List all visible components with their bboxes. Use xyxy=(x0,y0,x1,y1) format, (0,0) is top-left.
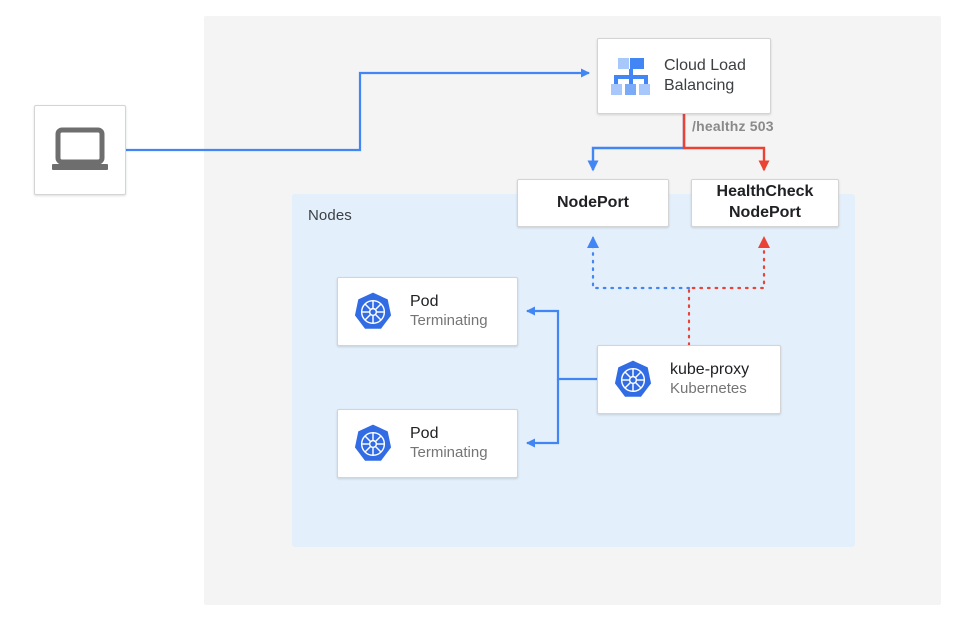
cloud-load-balancing-labels: Cloud Load Balancing xyxy=(664,56,746,96)
healthz-edge-label: /healthz 503 xyxy=(692,118,774,134)
healthcheck-nodeport-label-line2: NodePort xyxy=(728,204,801,221)
nodeport-card[interactable]: NodePort xyxy=(517,179,669,227)
kube-proxy-card[interactable]: kube-proxy Kubernetes xyxy=(597,345,781,414)
cloud-load-balancing-card[interactable]: Cloud Load Balancing xyxy=(597,38,771,114)
cloud-load-balancing-icon xyxy=(611,58,650,95)
pod-card-1-status: Terminating xyxy=(410,312,488,330)
kube-proxy-title: kube-proxy xyxy=(670,361,750,379)
kubernetes-icon xyxy=(614,360,652,397)
pod-card-1[interactable]: Pod Terminating xyxy=(337,277,518,346)
kubernetes-icon xyxy=(354,424,392,461)
nodes-region-label: Nodes xyxy=(308,207,352,224)
pod-card-1-title: Pod xyxy=(410,293,439,311)
client-device-card[interactable] xyxy=(34,105,126,195)
kube-proxy-subtitle: Kubernetes xyxy=(670,380,747,398)
kube-proxy-labels: kube-proxy Kubernetes xyxy=(670,360,749,399)
pod-card-2-status: Terminating xyxy=(410,444,488,462)
pod-card-2-labels: Pod Terminating xyxy=(410,424,488,463)
pod-card-1-labels: Pod Terminating xyxy=(410,292,488,331)
laptop-icon xyxy=(52,127,108,170)
healthcheck-nodeport-card[interactable]: HealthCheck NodePort xyxy=(691,179,839,227)
healthcheck-nodeport-label-line1: HealthCheck xyxy=(716,183,814,201)
pod-card-2[interactable]: Pod Terminating xyxy=(337,409,518,478)
pod-card-2-title: Pod xyxy=(410,425,439,443)
kubernetes-icon xyxy=(354,292,392,329)
nodeport-label: NodePort xyxy=(557,193,629,211)
cloud-load-balancing-title-line2: Balancing xyxy=(664,77,735,94)
cloud-load-balancing-title-line1: Cloud Load xyxy=(664,57,746,74)
healthcheck-nodeport-label: HealthCheck NodePort xyxy=(717,182,814,224)
